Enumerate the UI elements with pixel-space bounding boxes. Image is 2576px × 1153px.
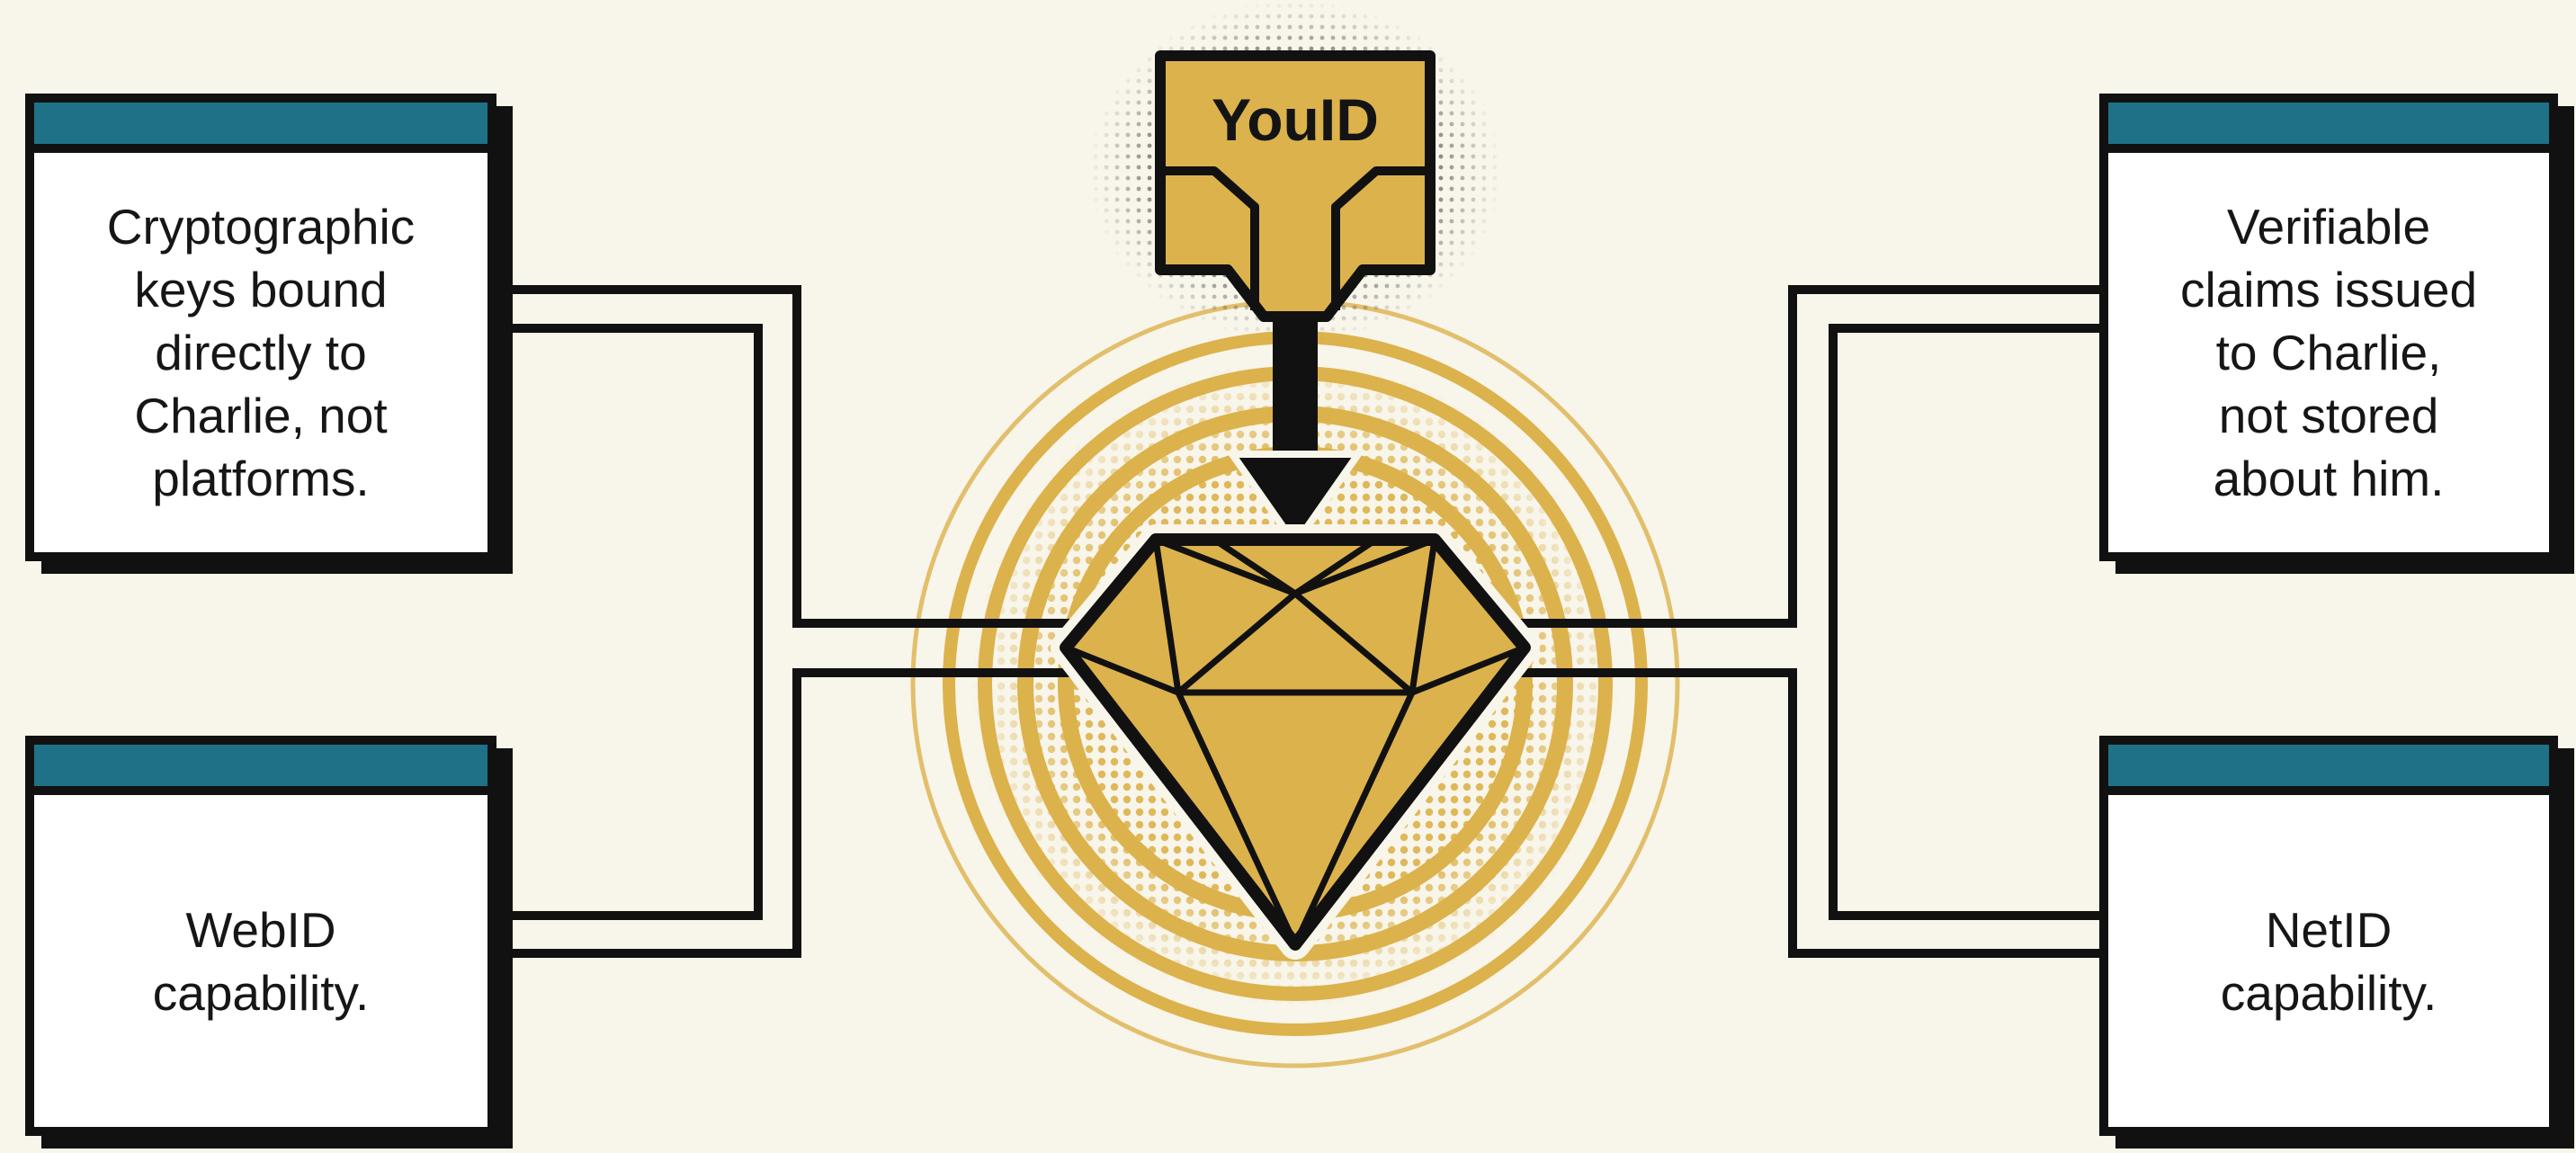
card-webid: WebID capability.: [25, 736, 496, 1136]
card-header-bar: [34, 103, 487, 153]
card-text: Verifiable claims issued to Charlie, not…: [2179, 199, 2478, 506]
diamond-icon: [1051, 524, 1540, 960]
badge-tag-icon: [1155, 50, 1436, 322]
connector-lines: [496, 285, 2099, 958]
youid-badge-label: YouID: [1212, 86, 1379, 153]
arrow-down-icon: [1229, 317, 1362, 548]
card-netid: NetID capability.: [2099, 736, 2558, 1136]
card-verifiable-claims: Verifiable claims issued to Charlie, not…: [2099, 94, 2558, 561]
card-text: NetID capability.: [2220, 901, 2437, 1021]
card-cryptographic-keys: Cryptographic keys bound directly to Cha…: [25, 94, 496, 561]
card-header-bar: [2108, 103, 2549, 153]
card-header-bar: [2108, 745, 2549, 795]
card-text: WebID capability.: [152, 901, 370, 1021]
card-header-bar: [34, 745, 487, 795]
card-text: Cryptographic keys bound directly to Cha…: [106, 199, 416, 506]
